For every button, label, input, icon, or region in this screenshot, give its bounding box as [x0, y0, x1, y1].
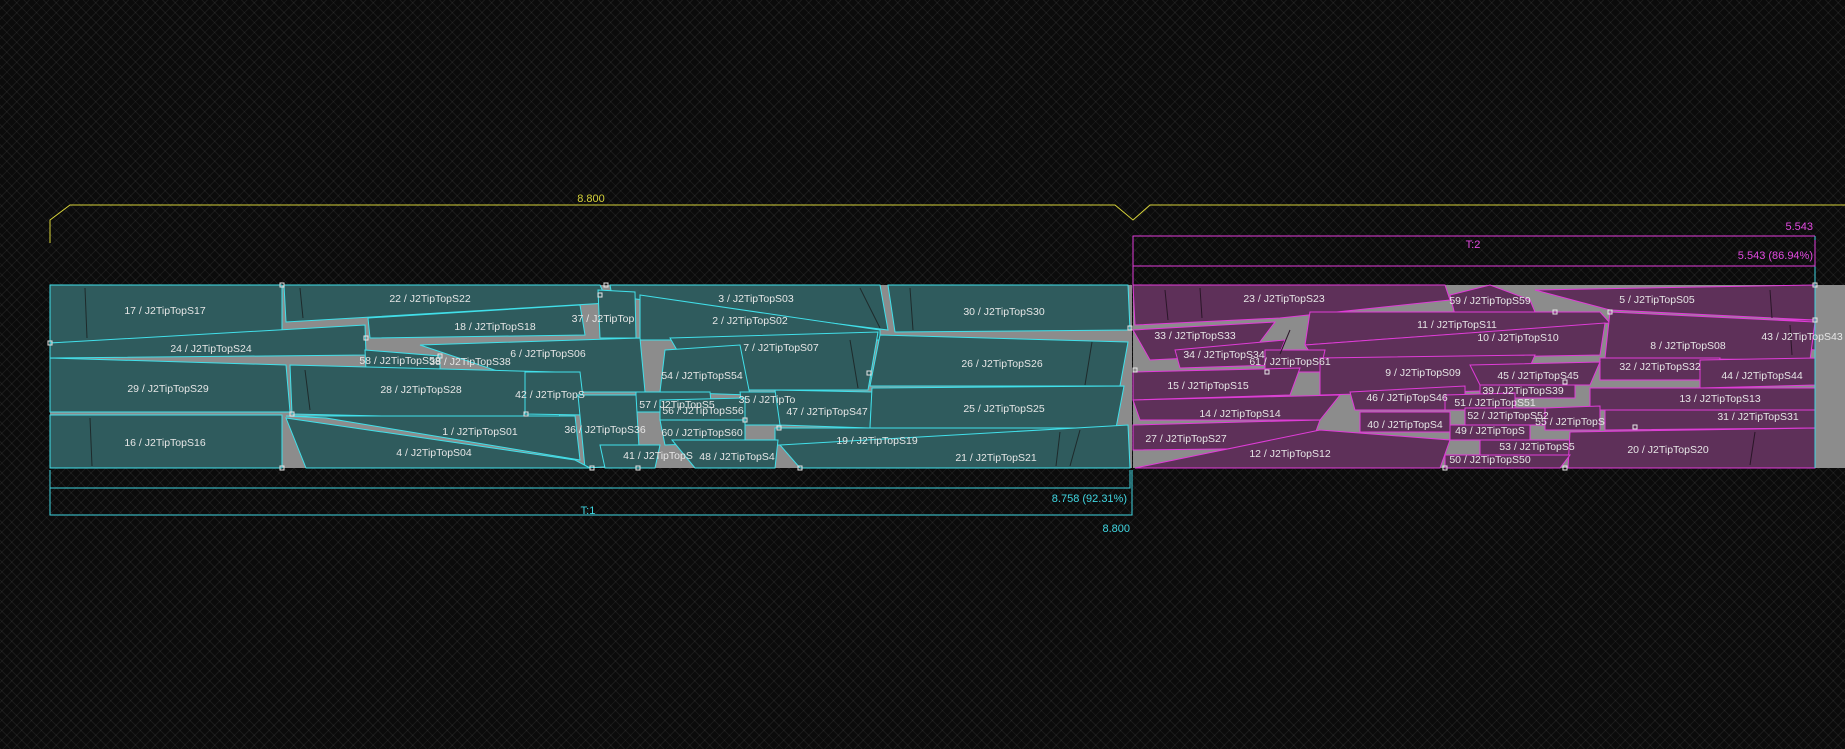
label-part-53: 53 / J2TipTopS5: [1499, 441, 1575, 453]
label-part-12: 12 / J2TipTopS12: [1249, 448, 1330, 460]
label-part-16: 16 / J2TipTopS16: [124, 437, 205, 449]
label-part-14: 14 / J2TipTopS14: [1199, 408, 1280, 420]
board-2-offcut: [1815, 285, 1845, 468]
label-part-6: 6 / J2TipTopS06: [510, 348, 586, 360]
part-18[interactable]: [367, 304, 586, 339]
overall-length-label: 8.800: [577, 193, 605, 205]
label-part-32: 32 / J2TipTopS32: [1619, 361, 1700, 373]
label-part-26: 26 / J2TipTopS26: [961, 358, 1042, 370]
board-2-parts[interactable]: [1132, 284, 1816, 469]
overall-length-bracket: [49, 204, 1845, 243]
label-part-30: 30 / J2TipTopS30: [963, 306, 1044, 318]
label-part-57: 57 / J2TipTopS5: [639, 399, 715, 411]
label-part-4: 4 / J2TipTopS04: [396, 447, 472, 459]
board-1[interactable]: 17 / J2TipTopS17 22 / J2TipTopS22 3 / J2…: [47, 282, 1133, 471]
board-2-tag: T:2: [1466, 239, 1481, 251]
label-part-35: 35 / J2TipTo: [739, 394, 796, 406]
label-part-36: 36 / J2TipTopS36: [564, 424, 645, 436]
label-part-20: 20 / J2TipTopS20: [1627, 444, 1708, 456]
label-part-52: 52 / J2TipTopS52: [1467, 410, 1548, 422]
label-part-7: 7 / J2TipTopS07: [743, 342, 819, 354]
label-part-46: 46 / J2TipTopS46: [1366, 392, 1447, 404]
label-part-5: 5 / J2TipTopS05: [1619, 294, 1695, 306]
part-1[interactable]: [285, 415, 581, 461]
label-part-34: 34 / J2TipTopS34: [1183, 349, 1264, 361]
label-part-3: 3 / J2TipTopS03: [718, 293, 794, 305]
label-part-44: 44 / J2TipTopS44: [1721, 370, 1802, 382]
label-part-48: 48 / J2TipTopS4: [699, 451, 775, 463]
part-12[interactable]: [1134, 429, 1451, 469]
board-1-dimensions: [49, 470, 1133, 516]
label-part-43: 43 / J2TipTopS43: [1761, 331, 1842, 343]
board-2[interactable]: 23 / J2TipTopS23 59 / J2TipTopS59 5 / J2…: [1132, 236, 1845, 471]
label-part-18: 18 / J2TipTopS18: [454, 321, 535, 333]
board-1-parts[interactable]: [49, 284, 1131, 469]
label-part-47: 47 / J2TipTopS47: [786, 406, 867, 418]
label-part-60: 60 / J2TipTopS60: [661, 427, 742, 439]
board-1-total-length: 8.800: [1102, 523, 1130, 535]
label-part-50: 50 / J2TipTopS50: [1449, 454, 1530, 466]
label-part-41: 41 / J2TipTopS: [623, 450, 693, 462]
label-part-54: 54 / J2TipTopS54: [661, 370, 742, 382]
label-part-25: 25 / J2TipTopS25: [963, 403, 1044, 415]
label-part-23: 23 / J2TipTopS23: [1243, 293, 1324, 305]
label-part-9: 9 / J2TipTopS09: [1385, 367, 1461, 379]
part-48[interactable]: [670, 439, 779, 469]
label-part-1: 1 / J2TipTopS01: [442, 426, 518, 438]
label-part-29: 29 / J2TipTopS29: [127, 383, 208, 395]
part-55[interactable]: [1544, 405, 1601, 431]
part-16[interactable]: [49, 414, 283, 469]
board-1-part-labels: 17 / J2TipTopS17 22 / J2TipTopS22 3 / J2…: [124, 293, 1044, 464]
label-part-15: 15 / J2TipTopS15: [1167, 380, 1248, 392]
label-part-22: 22 / J2TipTopS22: [389, 293, 470, 305]
label-part-13: 13 / J2TipTopS13: [1679, 393, 1760, 405]
label-part-42: 42 / J2TipTopS: [515, 389, 585, 401]
label-part-37: 37 / J2TipTop: [572, 313, 635, 325]
label-part-39: 39 / J2TipTopS39: [1482, 385, 1563, 397]
board-1-grain-lines: [84, 287, 1093, 467]
label-part-56: 56 / J2TipTopS56: [662, 405, 743, 417]
part-15[interactable]: [1132, 367, 1301, 401]
label-part-28: 28 / J2TipTopS28: [380, 384, 461, 396]
board-2-dimensions: [1132, 235, 1816, 285]
board-2-total-length: 5.543: [1785, 221, 1813, 233]
part-21[interactable]: [778, 424, 1131, 469]
board-2-used-length: 5.543 (86.94%): [1738, 250, 1813, 262]
part-23[interactable]: [1132, 284, 1451, 326]
label-part-40: 40 / J2TipTopS4: [1367, 419, 1443, 431]
board-1-used-length: 8.758 (92.31%): [1052, 493, 1127, 505]
part-45[interactable]: [1469, 361, 1601, 386]
label-part-38: 38 / J2TipTopS38: [429, 356, 510, 368]
label-part-58: 58 / J2TipTopS58: [359, 355, 440, 367]
part-50[interactable]: [1444, 454, 1572, 469]
label-part-31: 31 / J2TipTopS31: [1717, 411, 1798, 423]
label-part-55: 55 / J2TipTopS: [1535, 416, 1605, 428]
label-part-59: 59 / J2TipTopS59: [1449, 295, 1530, 307]
label-part-19: 19 / J2TipTopS19: [836, 435, 917, 447]
label-part-51: 51 / J2TipTopS51: [1454, 397, 1535, 409]
label-part-21: 21 / J2TipTopS21: [955, 452, 1036, 464]
board-2-grain-lines: [1164, 287, 1793, 466]
label-part-24: 24 / J2TipTopS24: [170, 343, 251, 355]
board-2-vertices: [1132, 282, 1818, 471]
label-part-33: 33 / J2TipTopS33: [1154, 330, 1235, 342]
board-2-part-labels: 23 / J2TipTopS23 59 / J2TipTopS59 5 / J2…: [1145, 293, 1842, 466]
label-part-8: 8 / J2TipTopS08: [1650, 340, 1726, 352]
label-part-45: 45 / J2TipTopS45: [1497, 370, 1578, 382]
label-part-2: 2 / J2TipTopS02: [712, 315, 788, 327]
label-part-10: 10 / J2TipTopS10: [1477, 332, 1558, 344]
board-1-vertices: [47, 282, 1133, 471]
part-41[interactable]: [599, 444, 661, 469]
label-part-61: 61 / J2TipTopS61: [1249, 356, 1330, 368]
label-part-17: 17 / J2TipTopS17: [124, 305, 205, 317]
board-1-tag: T:1: [581, 505, 596, 517]
label-part-11: 11 / J2TipTopS11: [1417, 319, 1497, 331]
label-part-27: 27 / J2TipTopS27: [1145, 433, 1226, 445]
label-part-49: 49 / J2TipTopS: [1455, 425, 1525, 437]
